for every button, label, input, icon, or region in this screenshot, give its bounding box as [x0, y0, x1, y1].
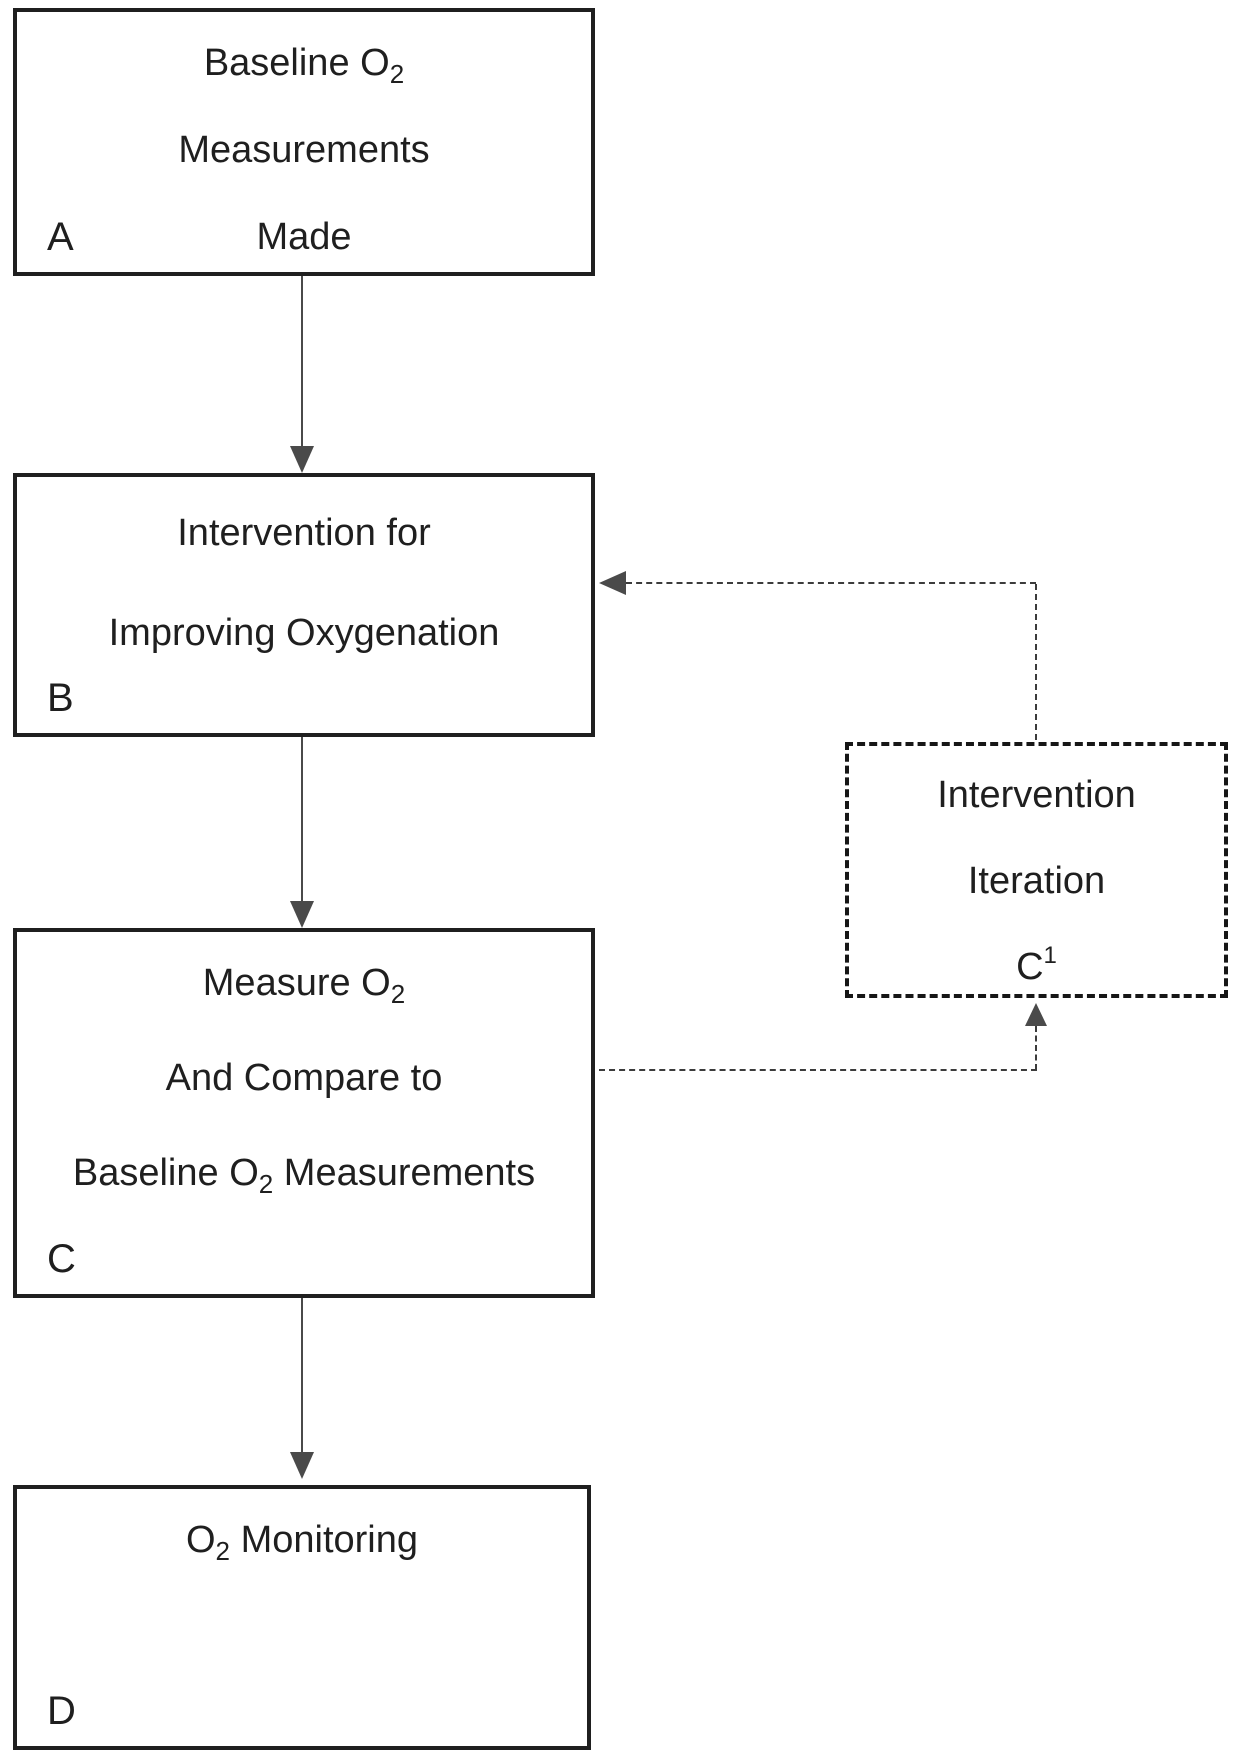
superscript-1: 1	[1043, 942, 1057, 969]
subscript-2: 2	[215, 1536, 231, 1566]
box-d-line-1: O2 Monitoring	[185, 1519, 418, 1566]
box-c-line-1: Measure O2	[202, 962, 406, 1009]
arrow-b-to-c-arrowhead-icon	[290, 901, 314, 928]
box-a-baseline-measurements: Baseline O2 Measurements Made A	[13, 8, 595, 276]
box-d-monitoring: O2 Monitoring D	[13, 1485, 591, 1750]
iteration-to-b-arrowhead-icon	[599, 571, 626, 595]
box-d-label: D	[47, 1689, 76, 1733]
arrow-c-to-d-arrowhead-icon	[290, 1452, 314, 1479]
box-a-line-1: Baseline O2	[203, 42, 405, 89]
c-to-iteration-horizontal-dash	[599, 1069, 1037, 1071]
iteration-box-label: C1	[1016, 942, 1057, 989]
box-b-line-1: Intervention for	[177, 512, 431, 554]
subscript-2: 2	[390, 979, 406, 1009]
box-b-line-2: Improving Oxygenation	[108, 612, 500, 654]
box-c1-intervention-iteration: Intervention Iteration C1	[845, 742, 1228, 998]
box-c-line-3: Baseline O2 Measurements	[72, 1152, 536, 1199]
arrow-c-to-d-line	[301, 1298, 303, 1452]
subscript-2: 2	[389, 59, 405, 89]
box-c-text: Measure O2 And Compare to Baseline O2 Me…	[17, 932, 591, 1221]
iteration-box-line-2: Iteration	[967, 860, 1106, 902]
box-b-intervention: Intervention for Improving Oxygenation B	[13, 473, 595, 737]
iteration-box-text: Intervention Iteration C1	[849, 746, 1224, 1010]
box-c-measure-compare: Measure O2 And Compare to Baseline O2 Me…	[13, 928, 595, 1298]
box-a-line-3: Made	[256, 216, 352, 258]
subscript-2: 2	[258, 1169, 274, 1199]
iteration-to-b-vertical-dash	[1035, 584, 1037, 740]
box-c-label: C	[47, 1237, 76, 1281]
c-to-iteration-vertical-dash	[1035, 1026, 1037, 1070]
box-d-text: O2 Monitoring	[17, 1489, 587, 1585]
c-to-iteration-arrowhead-icon	[1025, 1003, 1047, 1026]
arrow-a-to-b-line	[301, 276, 303, 446]
box-b-label: B	[47, 676, 74, 720]
box-c-line-2: And Compare to	[165, 1057, 443, 1099]
box-a-line-2: Measurements	[178, 129, 430, 171]
arrow-b-to-c-line	[301, 737, 303, 901]
iteration-to-b-horizontal-dash	[626, 582, 1036, 584]
box-a-text: Baseline O2 Measurements Made	[17, 12, 591, 281]
iteration-box-line-1: Intervention	[937, 774, 1136, 816]
box-a-label: A	[47, 215, 74, 259]
arrow-a-to-b-arrowhead-icon	[290, 446, 314, 473]
box-b-text: Intervention for Improving Oxygenation	[17, 477, 591, 683]
